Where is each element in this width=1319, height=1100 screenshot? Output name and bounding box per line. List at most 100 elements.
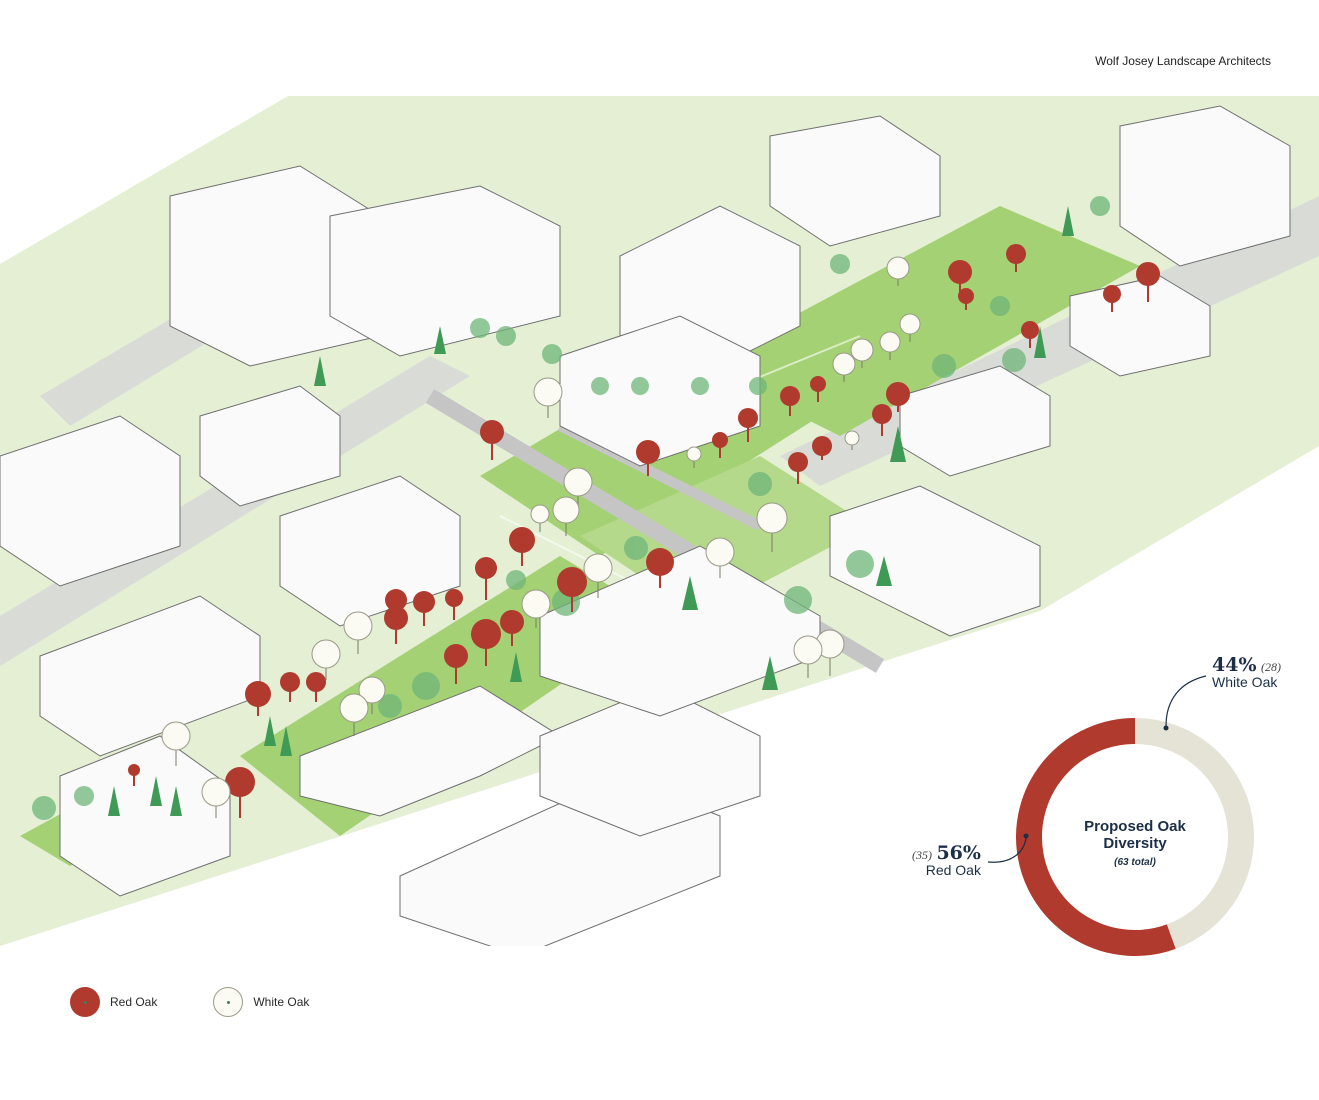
white-oak-tree [815,629,845,676]
deciduous-tree [932,354,956,378]
red-oak-tree [445,589,463,620]
red-oak-tree [557,567,587,612]
deciduous-tree [749,377,767,395]
red-oak-tree [1006,244,1026,272]
evergreen-tree [762,656,778,690]
building [199,385,341,507]
white-oak-tree [850,338,874,368]
red-oak-callout: (35) 56% Red Oak [912,842,981,878]
white-oak-slice [1134,718,1254,949]
building [59,735,231,897]
white-oak-tree [879,331,901,360]
deciduous-tree [1002,348,1026,372]
building [299,685,562,817]
donut-center-label: Proposed Oak Diversity (63 total) [1062,818,1208,870]
deciduous-tree [1090,196,1110,216]
deciduous-tree [990,296,1010,316]
building [329,185,561,357]
white-oak-tree [521,589,551,628]
red-oak-circle-icon [70,987,100,1017]
deciduous-tree [496,326,516,346]
red-oak-tree [245,681,271,716]
campus-plan-illustration [0,96,1319,946]
building [769,115,941,247]
evergreen-tree [876,556,892,586]
red-oak-tree [1103,285,1121,312]
white-oak-label: White Oak [1212,674,1278,690]
red-oak-tree [475,557,497,600]
deciduous-tree [470,318,490,338]
evergreen-tree [1062,206,1074,236]
deciduous-tree [32,796,56,820]
white-oak-tree [358,676,386,714]
building [559,315,761,467]
legend: Red Oak White Oak [70,984,365,1020]
deciduous-tree [591,377,609,395]
evergreen-tree [314,356,326,386]
deciduous-tree [542,344,562,364]
red-oak-tree [500,610,524,646]
deciduous-tree [846,550,874,578]
red-oak-tree [225,767,255,818]
legend-item-red-oak: Red Oak [70,987,157,1017]
building [1069,275,1211,377]
red-oak-percent: 56% [936,842,981,864]
red-oak-tree [886,382,910,412]
red-oak-tree [788,452,808,484]
evergreen-tree [108,786,120,816]
firm-name: Wolf Josey Landscape Architects [1095,54,1271,68]
evergreen-tree [434,326,446,354]
white-oak-tree [886,256,910,286]
red-oak-tree [1021,321,1039,348]
red-oak-tree [780,386,800,416]
white-oak-tree [756,502,788,552]
white-oak-tree [793,635,823,678]
red-oak-tree [636,440,660,476]
legend-label-white-oak: White Oak [253,995,310,1009]
white-oak-callout: 44% (28) White Oak [1212,654,1281,690]
deciduous-tree [631,377,649,395]
oak-diversity-donut-chart [1016,718,1254,956]
deciduous-tree [830,254,850,274]
white-oak-tree [530,504,550,532]
deciduous-tree [784,586,812,614]
white-oak-tree [832,352,856,382]
white-oak-tree [844,430,860,450]
red-oak-tree [738,408,758,442]
red-oak-tree [812,436,832,460]
donut-subtitle: (63 total) [1114,857,1156,868]
red-oak-tree [384,606,408,644]
deciduous-tree [624,536,648,560]
evergreen-tree [280,726,292,756]
white-oak-count: (28) [1260,660,1281,674]
evergreen-tree [264,716,276,746]
deciduous-tree [748,472,772,496]
red-oak-count: (35) [912,848,932,862]
legend-item-white-oak: White Oak [213,987,309,1017]
red-oak-tree [306,672,326,702]
white-oak-tree [583,553,613,598]
deciduous-tree [506,570,526,590]
red-oak-tree [128,764,140,786]
red-oak-tree [810,376,826,402]
red-oak-tree [280,672,300,702]
white-oak-tree [343,611,373,654]
white-oak-tree [161,721,191,766]
deciduous-tree [412,672,440,700]
red-oak-label: Red Oak [925,862,981,878]
red-oak-tree [646,548,674,588]
white-oak-tree [311,639,341,680]
white-oak-tree [201,777,231,818]
white-oak-tree [339,693,369,736]
white-oak-percent: 44% [1212,654,1257,676]
white-oak-tree [899,313,921,342]
white-oak-tree [533,377,563,418]
evergreen-tree [682,576,698,610]
evergreen-tree [150,776,162,806]
red-oak-tree [712,432,728,458]
red-oak-tree [958,288,974,310]
red-oak-tree [480,420,504,460]
building [279,475,461,627]
red-oak-slice [1016,718,1176,956]
deciduous-tree [378,694,402,718]
